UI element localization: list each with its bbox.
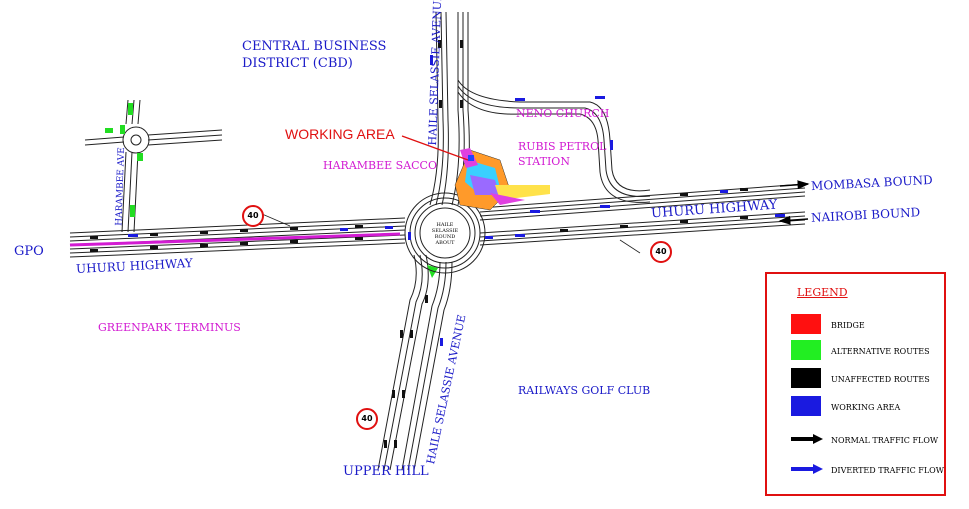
legend-label-normal-flow: NORMAL TRAFFIC FLOW	[831, 436, 939, 445]
legend-panel: LEGEND BRIDGE ALTERNATIVE ROUTES UNAFFEC…	[765, 272, 946, 496]
legend-swatch-bridge	[791, 314, 821, 334]
legend-label-bridge: BRIDGE	[831, 321, 865, 330]
harambee-avenue-road	[84, 99, 223, 233]
speed-limit-sign-west: 40	[242, 205, 264, 227]
legend-swatch-unaffected-routes	[791, 368, 821, 388]
cbd-label: CENTRAL BUSINESS DISTRICT (CBD)	[242, 39, 387, 71]
working-area-pointer	[401, 135, 469, 161]
legend-label-diverted-flow: DIVERTED TRAFFIC FLOW	[831, 466, 944, 475]
rubis-petrol-station-label: RUBIS PETROL STATION	[518, 140, 607, 168]
upper-hill-label: UPPER HILL	[343, 464, 429, 479]
roundabout-label: HAILE SELASSIE ROUND ABOUT	[431, 222, 459, 246]
working-area-site	[454, 148, 550, 211]
neno-church-label: NENO CHURCH	[516, 107, 610, 120]
legend-diverted-flow-arrow-icon	[791, 464, 823, 474]
gpo-label: GPO	[14, 244, 44, 259]
greenpark-terminus-label: GREENPARK TERMINUS	[98, 321, 241, 334]
working-area-label: WORKING AREA	[285, 126, 395, 142]
legend-label-alternative-routes: ALTERNATIVE ROUTES	[831, 347, 930, 356]
legend-title: LEGEND	[797, 286, 848, 299]
harambee-sacco-label: HARAMBEE SACCO	[323, 159, 437, 172]
diverted-lane-magenta	[69, 232, 401, 247]
legend-normal-flow-arrow-icon	[791, 434, 823, 444]
legend-swatch-working-area	[791, 396, 821, 416]
legend-label-unaffected-routes: UNAFFECTED ROUTES	[831, 375, 930, 384]
legend-swatch-alternative-routes	[791, 340, 821, 360]
harambee-roundabout	[122, 126, 150, 154]
legend-label-working-area: WORKING AREA	[831, 403, 901, 412]
speed-limit-sign-east: 40	[650, 241, 672, 263]
railways-golf-club-label: RAILWAYS GOLF CLUB	[518, 384, 651, 397]
lane-markers-blue	[128, 55, 785, 346]
lane-markers-black	[90, 40, 748, 448]
speed-limit-sign-south: 40	[356, 408, 378, 430]
neno-church-link-road	[457, 79, 651, 203]
traffic-flow-arrows	[778, 180, 810, 225]
